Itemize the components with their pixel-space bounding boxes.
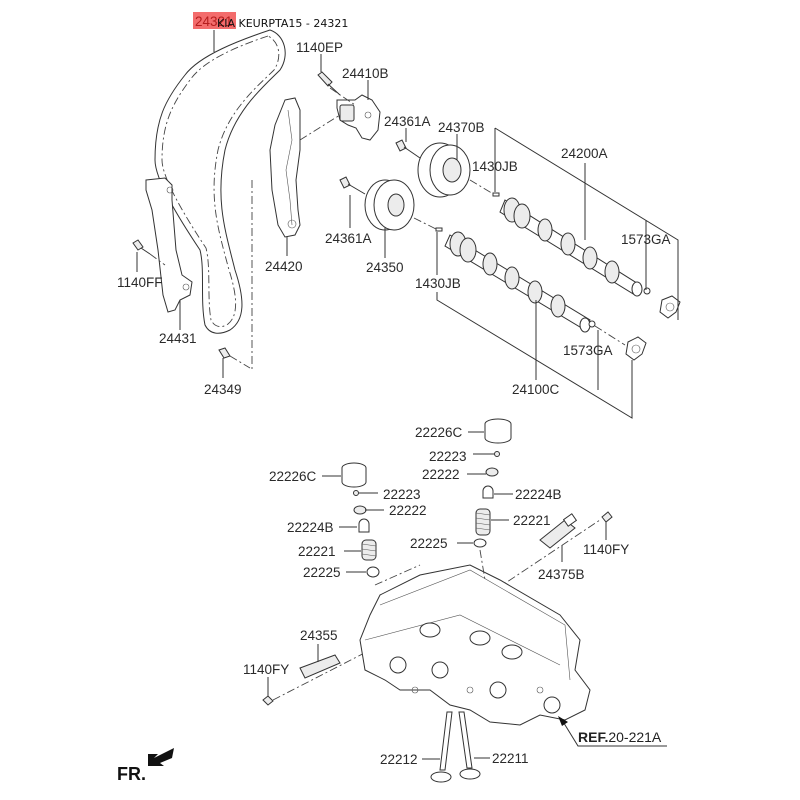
label-22223-right[interactable]: 22223: [429, 449, 467, 464]
retainer-22222-left[interactable]: [353, 505, 367, 515]
label-24350[interactable]: 24350: [366, 260, 404, 275]
sprocket-24350[interactable]: [364, 179, 415, 231]
label-1140ff[interactable]: 1140FF: [117, 275, 163, 290]
label-24375b[interactable]: 24375B: [538, 567, 585, 582]
label-24361a-mid[interactable]: 24361A: [325, 231, 372, 246]
timing-chain[interactable]: [154, 29, 286, 334]
label-24431[interactable]: 24431: [159, 331, 197, 346]
oil-control-valve-24375b[interactable]: [539, 513, 578, 549]
seat-22225-right[interactable]: [473, 538, 487, 548]
seat-22225-left[interactable]: [366, 566, 380, 578]
chain-guide-24431[interactable]: [145, 177, 193, 313]
label-24355[interactable]: 24355: [300, 628, 338, 643]
leader-lines: [136, 30, 679, 760]
label-22226c-left[interactable]: 22226C: [269, 469, 317, 484]
tappet-22226c-left[interactable]: [341, 462, 367, 488]
tensioner-24410b[interactable]: [336, 94, 381, 141]
oil-control-valve-24355[interactable]: [299, 654, 341, 679]
plug-1573ga-top[interactable]: [643, 287, 651, 295]
label-22221-left[interactable]: 22221: [298, 544, 336, 559]
label-22224b-right[interactable]: 22224B: [515, 487, 562, 502]
highlight-24321: [193, 12, 236, 29]
bolt-1140fy-right[interactable]: [601, 511, 613, 523]
valve-22211[interactable]: [458, 711, 481, 780]
front-arrow-icon: [148, 748, 174, 766]
tappet-22226c-right[interactable]: [484, 418, 512, 444]
camshaft-24100c[interactable]: [444, 231, 591, 333]
label-1430jb-mid[interactable]: 1430JB: [415, 276, 461, 291]
seal-22224b-left[interactable]: [358, 518, 370, 533]
target-wheel-top[interactable]: [659, 295, 681, 319]
bolt-24361a-top[interactable]: [395, 139, 421, 159]
label-24410b[interactable]: 24410B: [342, 66, 389, 81]
label-24100c[interactable]: 24100C: [512, 382, 560, 397]
label-24361a-top[interactable]: 24361A: [384, 114, 431, 129]
chain-guide-24420[interactable]: [269, 97, 301, 238]
pin-1430jb-top[interactable]: [492, 192, 500, 197]
label-22222-right[interactable]: 22222: [422, 467, 460, 482]
bolt-1140fy-left[interactable]: [262, 695, 274, 706]
label-1140ep[interactable]: 1140EP: [296, 40, 343, 55]
label-22222-left[interactable]: 22222: [389, 503, 427, 518]
label-1430jb-top[interactable]: 1430JB: [472, 159, 518, 174]
seal-22224b-right[interactable]: [482, 485, 494, 499]
target-wheel-mid[interactable]: [625, 336, 647, 361]
label-24349[interactable]: 24349: [204, 382, 242, 397]
label-24200a[interactable]: 24200A: [561, 146, 608, 161]
plug-1573ga-mid[interactable]: [588, 320, 596, 328]
label-22211[interactable]: 22211: [492, 751, 529, 766]
pin-1430jb-mid[interactable]: [435, 227, 443, 232]
spring-22221-right[interactable]: [475, 508, 491, 536]
retainer-lock-22223-left[interactable]: [353, 490, 359, 496]
label-1573ga-mid[interactable]: 1573GA: [563, 343, 613, 358]
spring-22221-left[interactable]: [361, 539, 377, 561]
label-24420[interactable]: 24420: [265, 259, 303, 274]
retainer-22222-right[interactable]: [485, 467, 499, 477]
retainer-lock-22223-right[interactable]: [494, 451, 500, 457]
label-22221-right[interactable]: 22221: [513, 513, 551, 528]
label-24370b[interactable]: 24370B: [438, 120, 485, 135]
caption: KIA KEURPTA15 - 24321: [217, 17, 348, 30]
label-22225-left[interactable]: 22225: [303, 565, 341, 580]
label-1573ga-top[interactable]: 1573GA: [621, 232, 671, 247]
label-22212[interactable]: 22212: [380, 752, 418, 767]
ref-arrow-icon: [558, 716, 568, 726]
front-label: FR.: [117, 764, 146, 784]
label-1140fy-right[interactable]: 1140FY: [583, 542, 629, 557]
label-24321[interactable]: 24321: [195, 14, 233, 29]
label-1140fy-left[interactable]: 1140FY: [243, 662, 289, 677]
bolt-1140ep[interactable]: [317, 71, 341, 96]
bolt-24361a-mid[interactable]: [339, 176, 366, 195]
camshaft-24200a[interactable]: [499, 197, 643, 297]
label-22225-right[interactable]: 22225: [410, 536, 448, 551]
sprocket-24370b[interactable]: [417, 142, 471, 198]
label-22226c-right[interactable]: 22226C: [415, 425, 463, 440]
reference-label[interactable]: REF.20-221A: [578, 729, 662, 745]
label-22224b-left[interactable]: 22224B: [287, 520, 334, 535]
label-22223-left[interactable]: 22223: [383, 487, 421, 502]
cylinder-head[interactable]: [359, 564, 591, 726]
bolt-1140ff[interactable]: [132, 239, 151, 255]
valve-22212[interactable]: [430, 711, 453, 783]
bolt-24349[interactable]: [218, 347, 231, 359]
